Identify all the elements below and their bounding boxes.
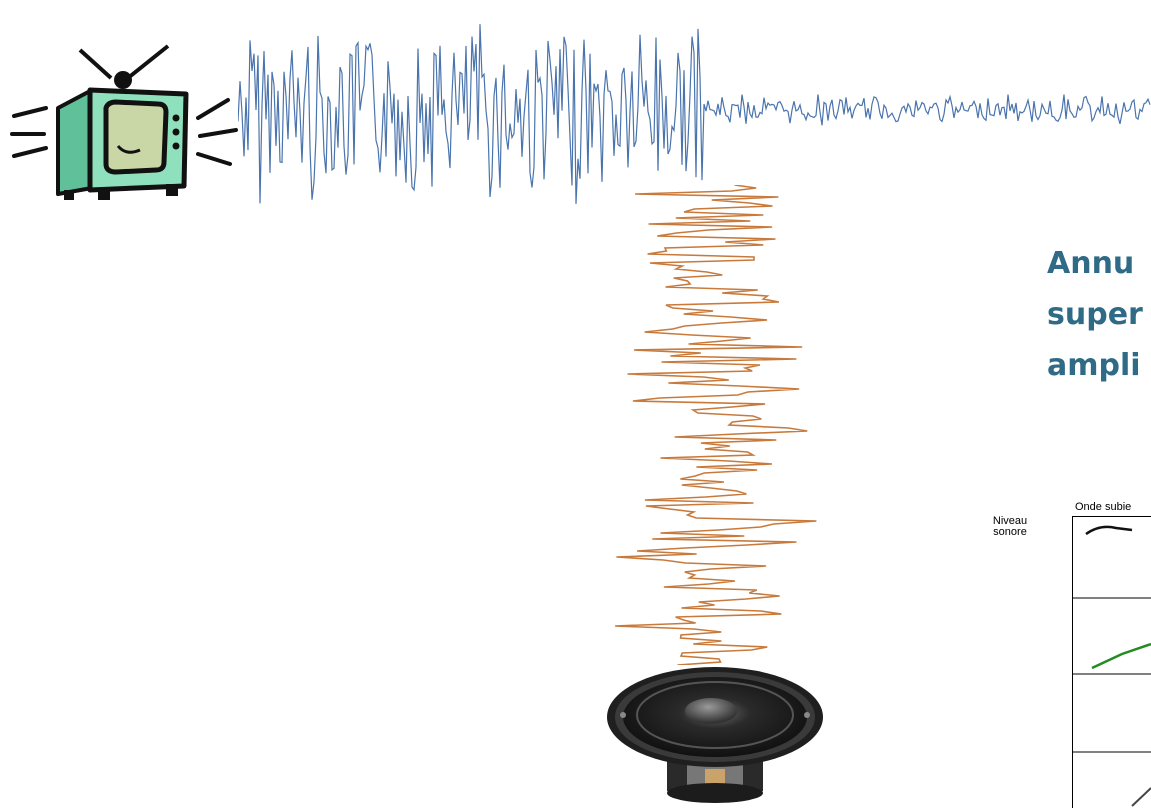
heading-line-2: super [1047, 297, 1143, 332]
graph-curve-perceived-wave [1085, 525, 1133, 536]
graph-y-axis-label: Niveau sonore [984, 516, 1036, 538]
graph-y-axis-label-line-2: sonore [993, 526, 1027, 538]
graph-panel [1072, 516, 1151, 808]
graph-title: Onde subie [1075, 501, 1132, 513]
graph-curve-emitted-wave [1091, 642, 1151, 670]
loudspeaker-icon [607, 667, 823, 803]
graph-curve-result [1131, 787, 1151, 807]
slide-heading: Annu super ampli [1047, 238, 1143, 391]
sound-level-graph: Niveau sonore Onde subie [984, 496, 1151, 808]
sound-waveform [238, 24, 1151, 204]
television-icon [10, 44, 238, 200]
graph-y-axis-label-line-1: Niveau [992, 515, 1028, 527]
graph-curves [1072, 525, 1151, 807]
heading-line-1: Annu [1047, 246, 1135, 281]
heading-line-3: ampli [1047, 348, 1141, 383]
inverted-sound-waveform [615, 185, 817, 665]
